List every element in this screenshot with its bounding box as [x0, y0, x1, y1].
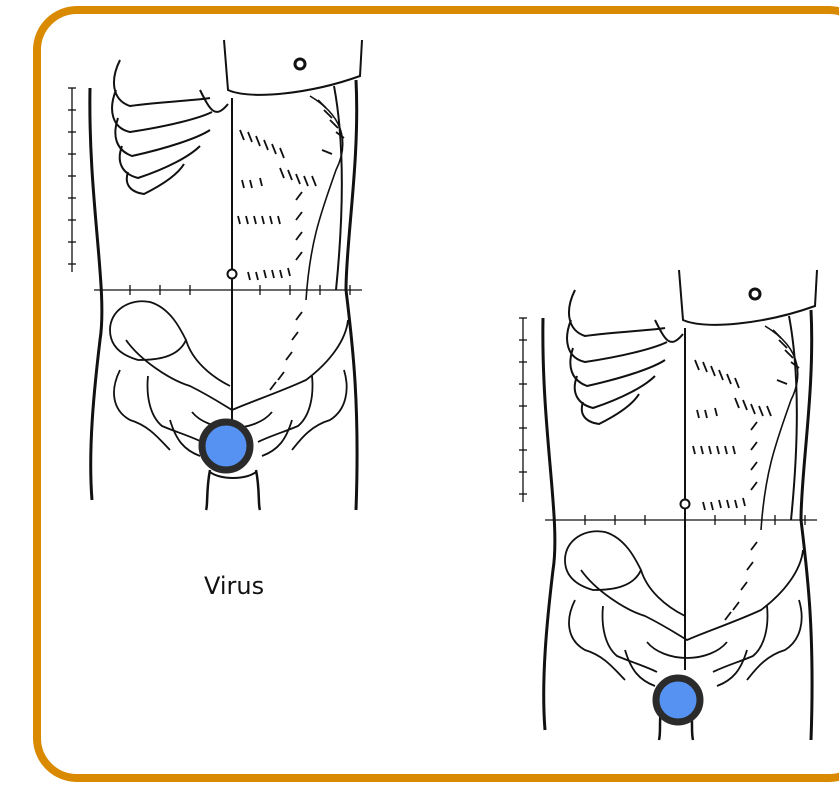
stomach-outline [224, 40, 362, 95]
location-marker [202, 422, 250, 470]
ribs [112, 60, 228, 194]
body-outline-right [801, 310, 812, 740]
umbilicus [228, 270, 237, 279]
body-outline-left [90, 88, 102, 500]
ribs [567, 290, 683, 424]
ruler-horizontal [94, 285, 362, 295]
ruler-vertical [68, 88, 76, 272]
body-outline-right [346, 80, 357, 510]
ruler-vertical [519, 318, 527, 502]
body-outline-left [543, 318, 555, 730]
umbilicus [681, 500, 690, 509]
hatching [693, 330, 799, 620]
navel-top [295, 59, 305, 69]
navel-top [750, 289, 760, 299]
ruler-horizontal [545, 515, 817, 525]
abdomen-diagram-left [60, 40, 370, 510]
abdomen-diagram-right [515, 270, 825, 740]
stomach-outline [679, 270, 817, 325]
diagram-caption: Virus [204, 572, 264, 600]
hatching [238, 100, 344, 390]
location-marker [656, 678, 700, 722]
